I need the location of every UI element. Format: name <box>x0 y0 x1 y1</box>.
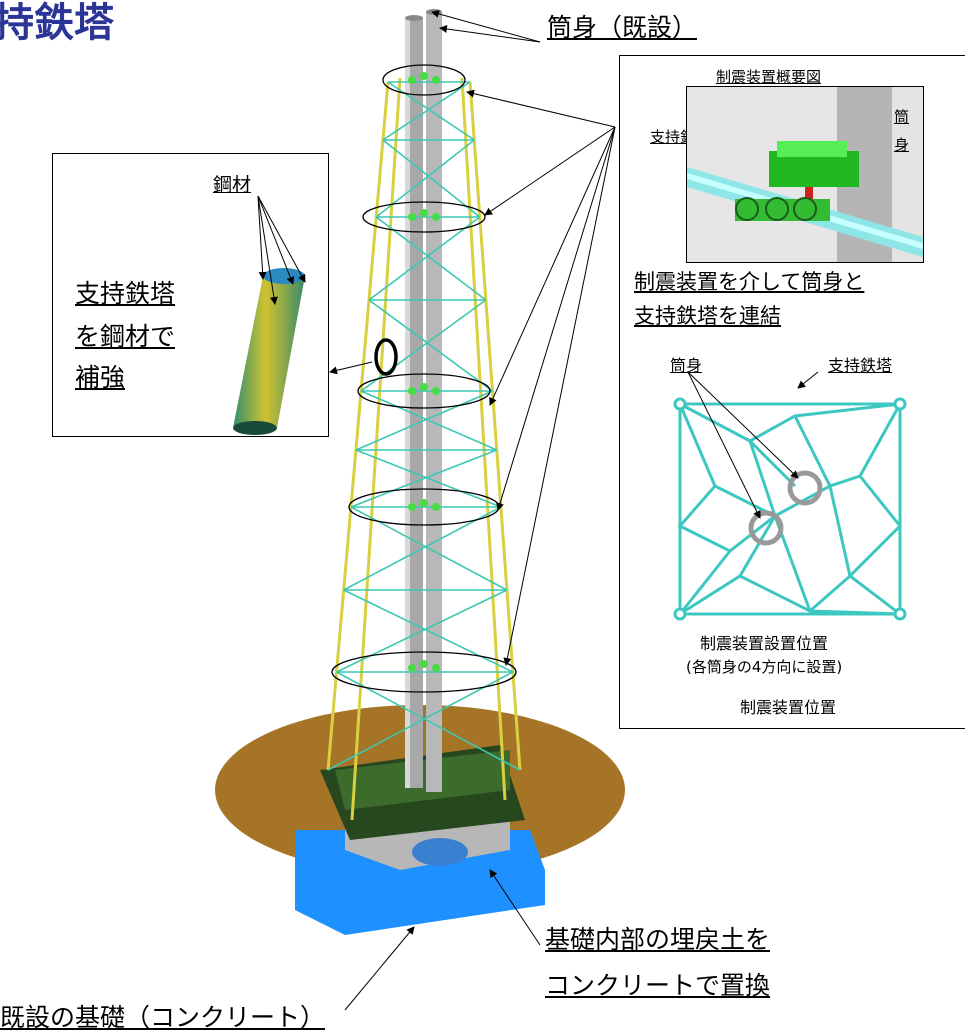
foundation-fill-text-2: コンクリートで置換 <box>545 971 771 1000</box>
lattice-member <box>350 449 498 508</box>
damper-units <box>408 72 440 672</box>
lattice-member <box>355 390 493 451</box>
lattice-member <box>343 589 514 673</box>
reinforce-text-3: 補強 <box>75 363 126 392</box>
lattice-member <box>375 216 487 301</box>
overview-title: 制震装置概要図 <box>716 68 822 86</box>
connect-text-1: 制震装置を介して筒身と <box>634 270 865 294</box>
lattice-member <box>360 390 498 451</box>
reinforce-text-2: を鋼材で <box>75 322 176 351</box>
plan-tower-label: 支持鉄塔 <box>828 356 893 375</box>
page-title: 持鉄塔 <box>0 0 114 46</box>
lattice-member <box>336 589 508 673</box>
steel-member-illustration <box>233 195 306 435</box>
stack-label-char2: 身 <box>894 136 910 154</box>
position-caption: 制震装置位置 <box>740 698 837 717</box>
lattice-member <box>355 449 502 508</box>
lattice-member <box>368 216 481 301</box>
lattice-member <box>360 299 487 392</box>
lattice-member <box>387 81 475 141</box>
reinforce-text-1: 支持鉄塔 <box>75 279 176 308</box>
lattice-member <box>382 81 471 141</box>
steel-label: 鋼材 <box>213 174 252 196</box>
existing-foundation-label: 既設の基礎（コンクリート） <box>0 1003 326 1032</box>
lattice-member <box>375 139 475 218</box>
damper-overview-panel: 制震装置概要図 支持鉄塔 筒 身 制震装置を介して筒身と 支持鉄塔を連結 筒身 … <box>619 55 965 729</box>
install-text-1: 制震装置設置位置 <box>700 634 829 653</box>
foundation-fill-text-1: 基礎内部の埋戻土を <box>545 925 771 954</box>
lattice-member <box>368 299 493 392</box>
existing-foundation-block <box>295 830 545 935</box>
connect-text-2: 支持鉄塔を連結 <box>634 304 781 328</box>
stack-right <box>426 12 442 792</box>
reinforcement-detail-panel: 鋼材 支持鉄塔 を鋼材で 補強 <box>52 153 329 437</box>
stack-existing-label: 筒身（既設） <box>547 13 698 42</box>
stack-label-char1: 筒 <box>894 108 910 126</box>
callout-arrows <box>329 10 616 1011</box>
install-text-2: (各筒身の4方向に設置) <box>686 658 843 676</box>
plan-stack-label: 筒身 <box>670 356 703 375</box>
lattice-member <box>382 139 481 218</box>
lattice-member <box>327 671 514 771</box>
damper-plan-view <box>673 371 907 621</box>
damper-detail-image <box>686 86 924 263</box>
